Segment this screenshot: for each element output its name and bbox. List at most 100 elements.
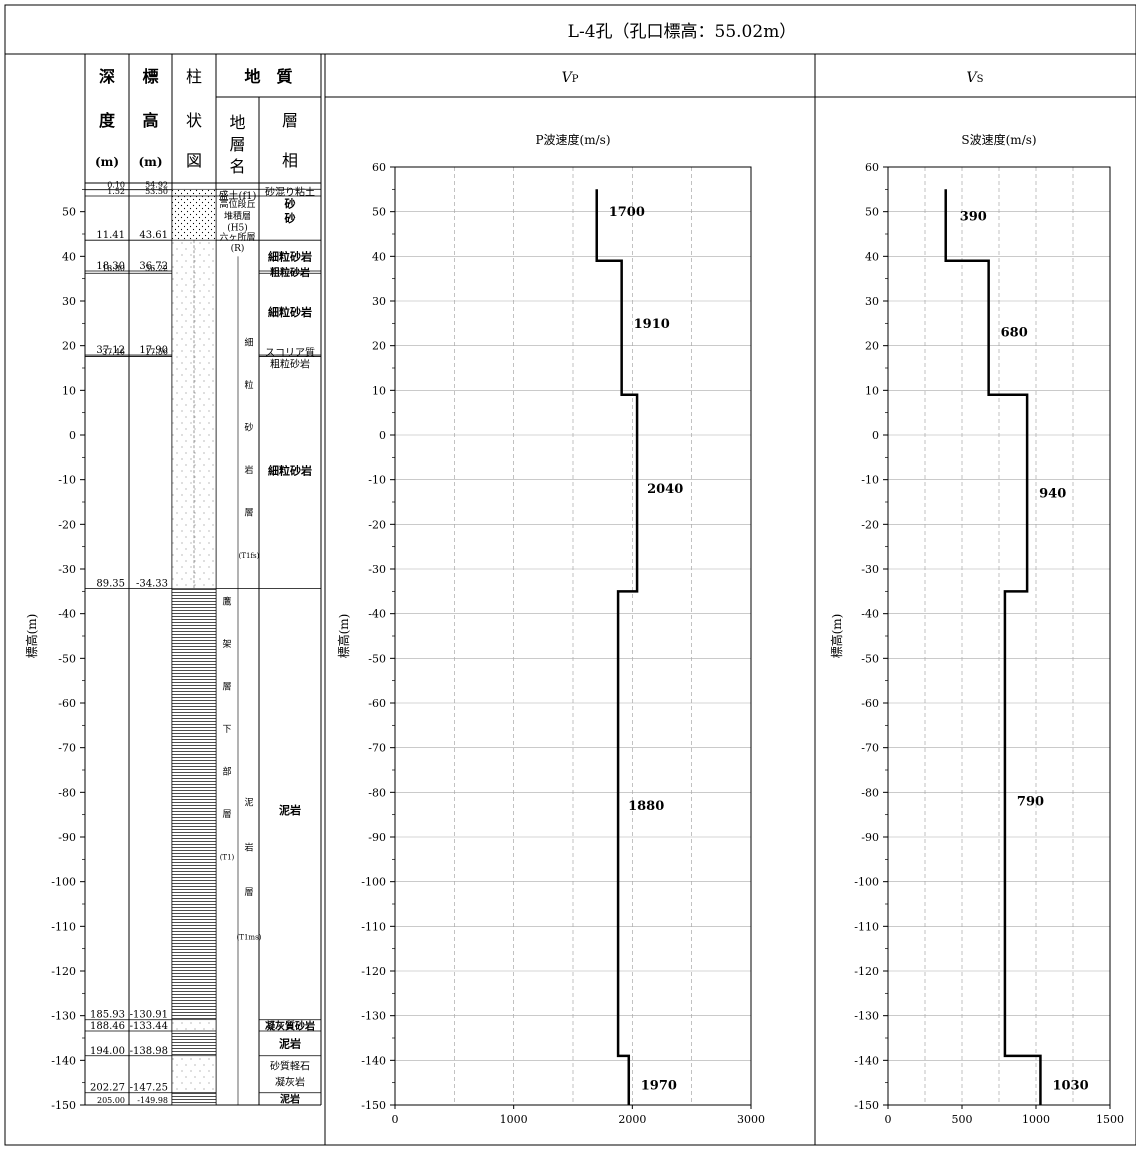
column-header: 状 [186, 111, 202, 130]
y-tick-label: 50 [865, 206, 879, 219]
formation-vertical-2: 鷹 [222, 596, 231, 608]
x-tick-label: 1000 [500, 1113, 528, 1126]
y-tick-label: -100 [854, 876, 879, 889]
log-axis-tick-label: -50 [58, 652, 76, 665]
y-tick-label: -20 [861, 518, 879, 531]
log-axis-tick-label: -80 [58, 786, 76, 799]
y-tick-label: 0 [872, 429, 879, 442]
y-tick-label: -70 [368, 742, 386, 755]
y-tick-label: -30 [368, 563, 386, 576]
log-axis-tick-label: -120 [51, 965, 76, 978]
elev-label: 43.61 [139, 230, 168, 241]
y-tick-label: -90 [861, 831, 879, 844]
elev-label: -149.98 [137, 1096, 168, 1105]
facies-label: 砂質軽石 [270, 1060, 310, 1073]
column-header: 図 [186, 151, 202, 170]
facies-header: 層 [282, 111, 298, 130]
y-tick-label: -140 [854, 1054, 879, 1067]
column-pattern [171, 1030, 217, 1057]
y-tick-label: 30 [865, 295, 879, 308]
velocity-value-label: 1910 [634, 317, 670, 332]
formation-vertical-1: 層 [244, 507, 253, 518]
figure-title: L-4孔（孔口標高：55.02m） [568, 22, 797, 42]
formation-vertical-3: 泥 [244, 798, 253, 809]
formation-vertical-3: 岩 [244, 841, 253, 853]
formation-label: (H5) [227, 222, 248, 233]
x-tick-label: 1500 [1096, 1113, 1124, 1126]
column-pattern [171, 1055, 217, 1094]
x-tick-label: 0 [392, 1113, 399, 1126]
vp-chart: P波速度(m/s)6050403020100-10-20-30-40-50-60… [336, 132, 765, 1126]
depth-label: 188.46 [90, 1021, 125, 1032]
elev-label: 17.56 [145, 348, 168, 357]
y-tick-label: -80 [368, 786, 386, 799]
elev-label: -130.91 [130, 1010, 168, 1021]
elev-header: 標 [142, 67, 158, 86]
elev-label: 36.22 [145, 264, 168, 273]
elev-label: -147.25 [130, 1083, 168, 1094]
facies-label: 砂混り粘土 [265, 186, 315, 199]
y-tick-label: -60 [368, 697, 386, 710]
y-axis-label: 標高(m) [336, 614, 351, 659]
velocity-value-label: 940 [1039, 487, 1066, 502]
y-tick-label: 20 [865, 340, 879, 353]
outer-frame [4, 4, 1136, 1146]
facies-label: 細粒砂岩 [268, 249, 312, 263]
y-tick-label: 0 [379, 429, 386, 442]
velocity-value-label: 1970 [641, 1078, 677, 1093]
formation-vertical-1: 岩 [244, 464, 253, 476]
y-tick-label: -150 [361, 1099, 386, 1112]
velocity-value-label: 680 [1001, 326, 1028, 341]
log-axis-tick-label: -110 [51, 920, 76, 933]
vp-header: VP [562, 70, 579, 86]
y-tick-label: 20 [372, 340, 386, 353]
y-tick-label: -140 [361, 1054, 386, 1067]
log-axis-tick-label: -60 [58, 697, 76, 710]
log-axis-tick-label: 30 [62, 295, 76, 308]
elev-label: 17.90 [139, 345, 168, 356]
y-tick-label: 40 [372, 250, 386, 263]
facies-label: 粗粒砂岩 [270, 266, 310, 279]
formation-vertical-2: 架 [222, 639, 231, 650]
y-tick-label: 60 [865, 161, 879, 174]
y-tick-label: -130 [854, 1010, 879, 1023]
log-axis-tick-label: -70 [58, 742, 76, 755]
depth-label: 1.52 [107, 187, 125, 196]
formation-vertical-2: 層 [222, 809, 231, 820]
elev-label: -34.33 [136, 578, 168, 589]
depth-label: 0.10 [107, 181, 125, 190]
formation-vertical-2: 部 [222, 765, 231, 777]
log-axis-tick-label: -140 [51, 1054, 76, 1067]
depth-label: 205.00 [97, 1096, 125, 1105]
y-tick-label: 60 [372, 161, 386, 174]
log-axis-tick-label: -90 [58, 831, 76, 844]
column-header: 柱 [186, 67, 202, 86]
velocity-value-label: 1700 [609, 205, 645, 220]
formation-vertical-1: (T1fs) [239, 552, 260, 560]
depth-label: 37.12 [96, 345, 125, 356]
elev-header: (m) [138, 155, 162, 169]
facies-label: 泥岩 [279, 1036, 301, 1050]
y-tick-label: 10 [372, 384, 386, 397]
depth-label: 18.80 [102, 264, 125, 273]
log-axis-tick-label: -40 [58, 608, 76, 621]
log-axis-tick-label: -130 [51, 1010, 76, 1023]
y-tick-label: -120 [361, 965, 386, 978]
x-tick-label: 2000 [618, 1113, 646, 1126]
formation-header: 層 [229, 135, 245, 154]
log-axis-tick-label: 20 [62, 340, 76, 353]
facies-label: 凝灰岩 [275, 1075, 305, 1088]
y-tick-label: -10 [861, 474, 879, 487]
facies-label: スコリア質 [265, 346, 315, 359]
elev-header: 高 [142, 111, 158, 130]
depth-header: (m) [95, 155, 119, 169]
facies-label: 砂 [285, 197, 296, 211]
formation-label: 高位段丘 [219, 198, 255, 210]
y-tick-label: -50 [861, 652, 879, 665]
column-pattern [171, 1092, 217, 1106]
elev-label: 54.92 [145, 181, 168, 190]
facies-header: 相 [282, 151, 298, 170]
depth-label: 194.00 [90, 1046, 125, 1057]
elev-label: 36.72 [139, 261, 168, 272]
